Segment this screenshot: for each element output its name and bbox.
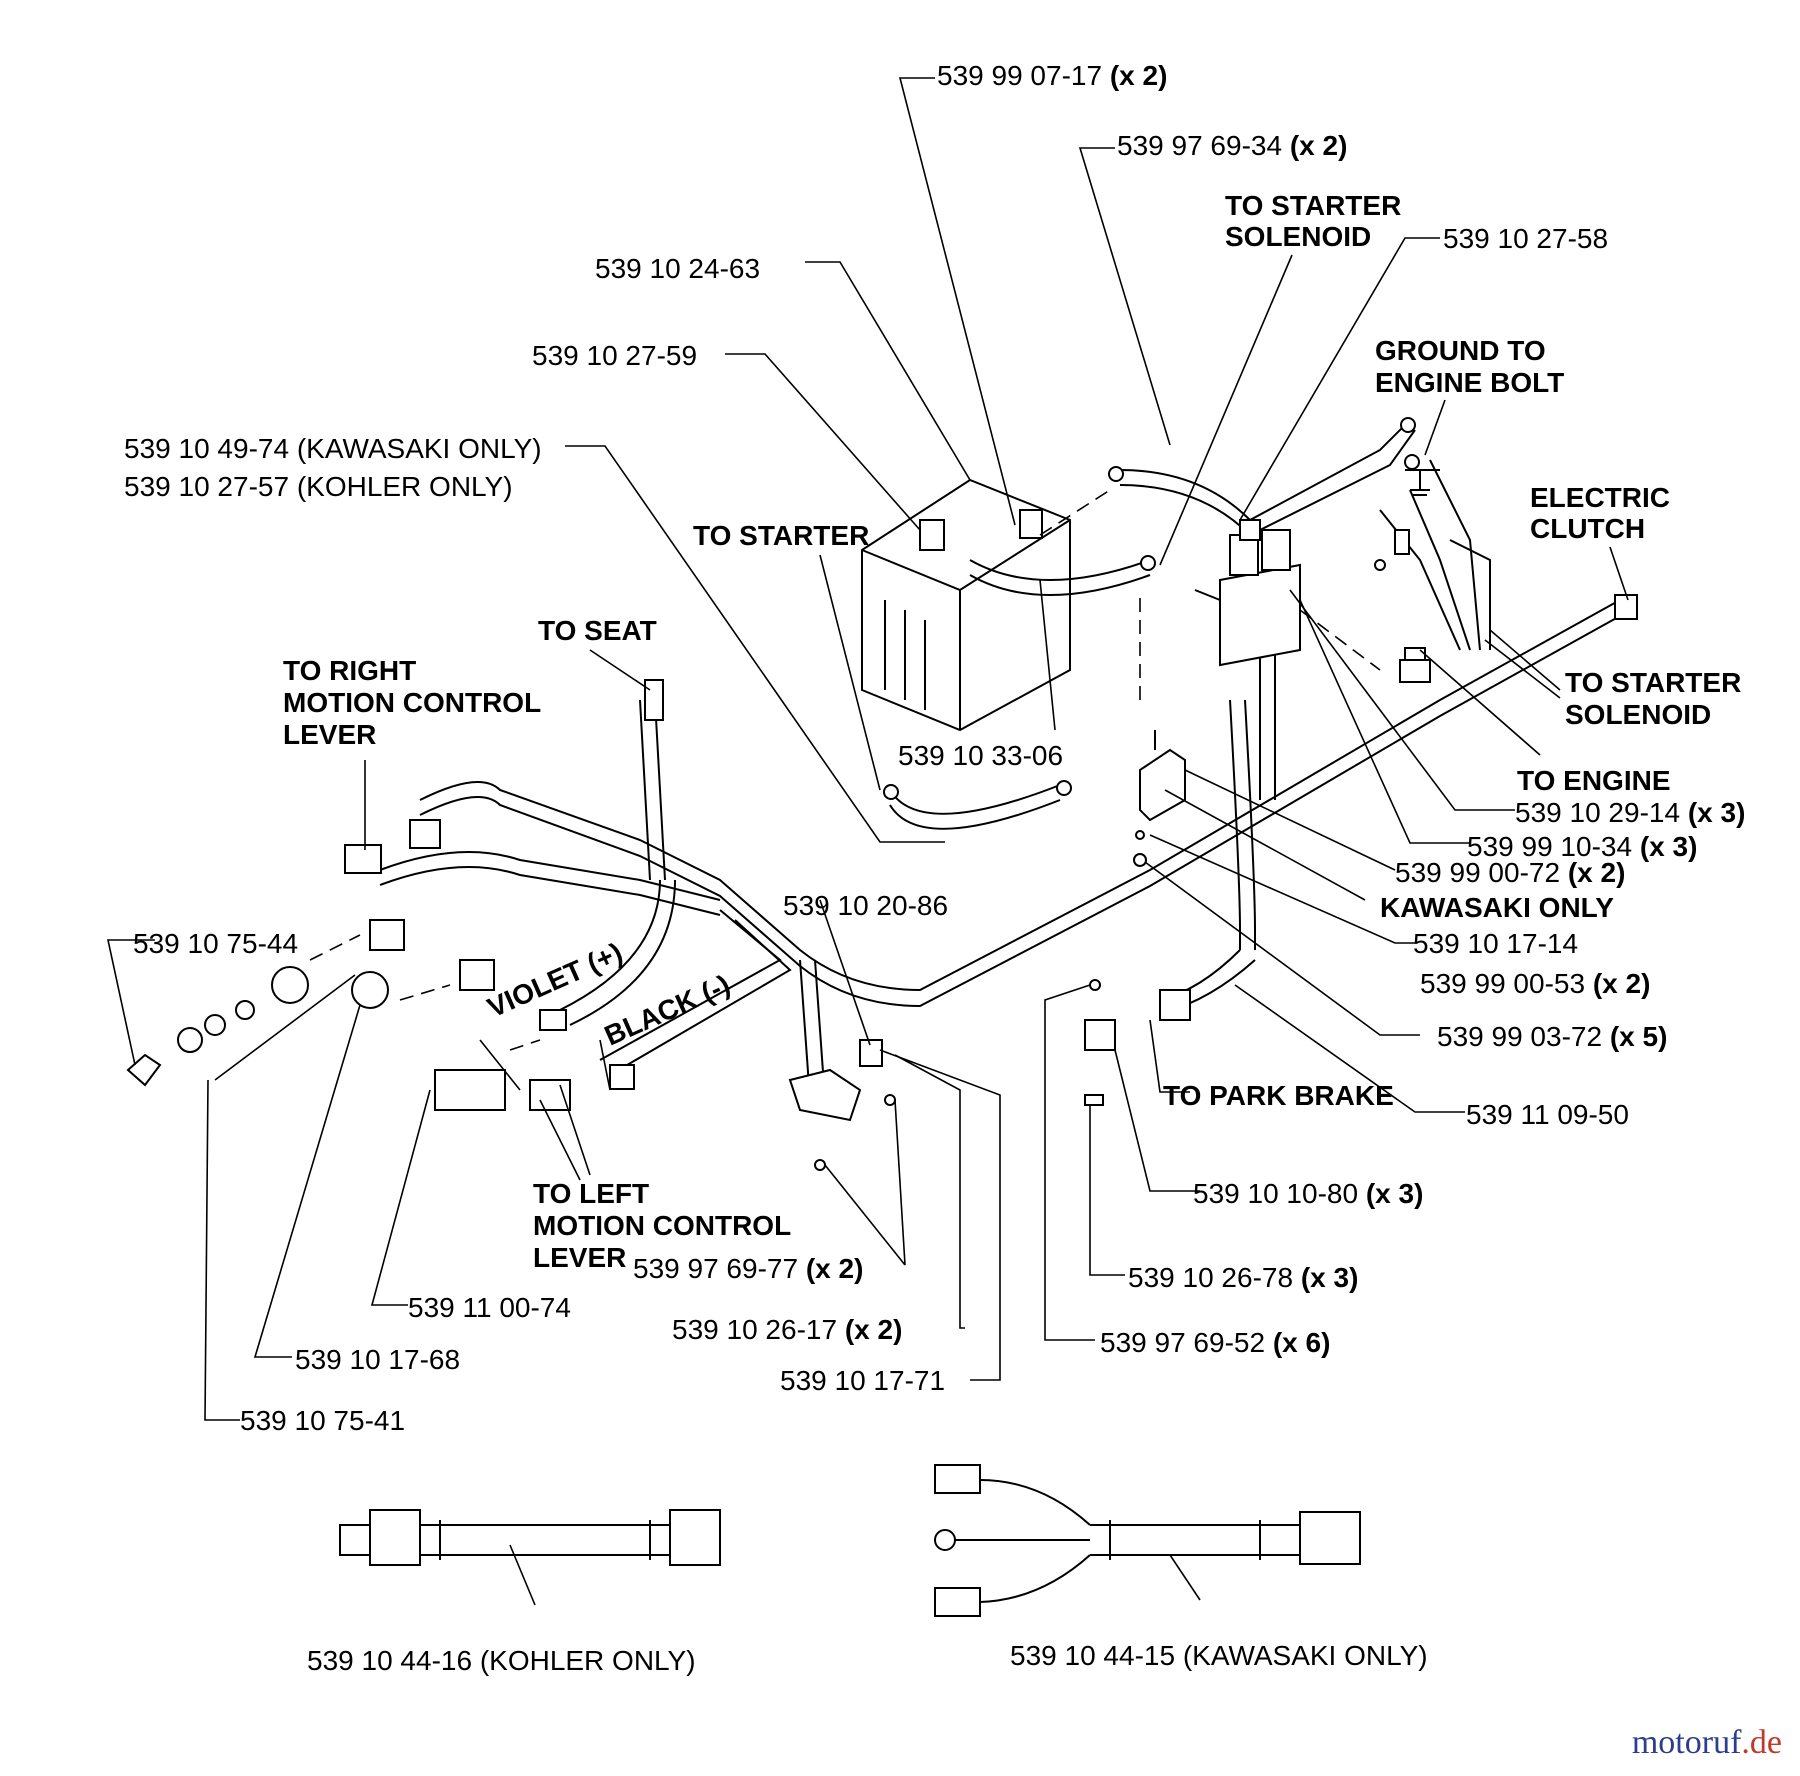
label-539990717: 539 99 07-17 (x 2) <box>937 60 1167 91</box>
callout-kawasaki-only: KAWASAKI ONLY <box>1380 892 1614 923</box>
callout-to-right-2: MOTION CONTROL <box>283 687 541 718</box>
label-539103306: 539 10 33-06 <box>898 740 1063 771</box>
assembly-lines <box>309 489 1381 1051</box>
battery-cables <box>883 417 1420 830</box>
label-539104416: 539 10 44-16 (KOHLER ONLY) <box>307 1645 696 1676</box>
label-539104974: 539 10 49-74 (KAWASAKI ONLY) <box>124 433 542 464</box>
callout-to-starter-solenoid-top-2: SOLENOID <box>1225 221 1371 252</box>
watermark-logo: motoruf.de <box>1631 1724 1782 1761</box>
callout-to-seat: TO SEAT <box>538 615 657 646</box>
battery <box>861 478 1071 732</box>
label-539102463: 539 10 24-63 <box>595 253 760 284</box>
label-539102678: 539 10 26-78 (x 3) <box>1128 1262 1358 1293</box>
label-539107544: 539 10 75-44 <box>133 928 298 959</box>
part-labels: 539 99 07-17 (x 2) 539 97 69-34 (x 2) 53… <box>124 60 1745 1676</box>
callout-to-left-3: LEVER <box>533 1242 626 1273</box>
callout-to-park-brake: TO PARK BRAKE <box>1163 1080 1394 1111</box>
callout-to-starter-solenoid-right-2: SOLENOID <box>1565 699 1711 730</box>
relay-block <box>1139 519 1301 822</box>
label-539104415: 539 10 44-15 (KAWASAKI ONLY) <box>1010 1640 1428 1671</box>
label-539990072: 539 99 00-72 (x 2) <box>1395 857 1625 888</box>
callout-to-starter: TO STARTER <box>693 520 869 551</box>
left-components <box>126 679 896 1171</box>
label-539991034: 539 99 10-34 (x 3) <box>1467 831 1697 862</box>
callout-to-engine: TO ENGINE <box>1517 765 1671 796</box>
leader-lines <box>107 77 1629 1606</box>
label-539102086: 539 10 20-86 <box>783 890 948 921</box>
label-539101080: 539 10 10-80 (x 3) <box>1193 1178 1423 1209</box>
callout-to-left-2: MOTION CONTROL <box>533 1210 791 1241</box>
label-539102757: 539 10 27-57 (KOHLER ONLY) <box>124 471 513 502</box>
label-539110950: 539 11 09-50 <box>1466 1099 1629 1130</box>
label-539101714: 539 10 17-14 <box>1413 928 1578 959</box>
label-539102914: 539 10 29-14 (x 3) <box>1515 797 1745 828</box>
kawasaki-sub-harness <box>934 1464 1361 1617</box>
label-539110074: 539 11 00-74 <box>408 1292 571 1323</box>
label-539990053: 539 99 00-53 (x 2) <box>1420 968 1650 999</box>
label-539102759: 539 10 27-59 <box>532 340 697 371</box>
label-539102617: 539 10 26-17 (x 2) <box>672 1314 902 1345</box>
callout-ground-2: ENGINE BOLT <box>1375 367 1564 398</box>
label-539976952: 539 97 69-52 (x 6) <box>1100 1327 1330 1358</box>
label-539102758: 539 10 27-58 <box>1443 223 1608 254</box>
callout-ground-1: GROUND TO <box>1375 335 1546 366</box>
label-539101768: 539 10 17-68 <box>295 1344 460 1375</box>
callout-to-starter-solenoid-right-1: TO STARTER <box>1565 667 1741 698</box>
callout-black: BLACK (-) <box>600 969 735 1052</box>
callout-to-left-1: TO LEFT <box>533 1178 649 1209</box>
callout-labels: TO STARTER SOLENOID GROUND TO ENGINE BOL… <box>283 190 1741 1273</box>
callout-electric-clutch-1: ELECTRIC <box>1530 482 1670 513</box>
callout-to-right-3: LEVER <box>283 719 376 750</box>
label-539101771: 539 10 17-71 <box>780 1365 945 1396</box>
label-539976977: 539 97 69-77 (x 2) <box>633 1253 863 1284</box>
right-components <box>1084 469 1638 1106</box>
callout-to-starter-solenoid-top-1: TO STARTER <box>1225 190 1401 221</box>
main-harness <box>379 459 1621 1101</box>
label-539976934: 539 97 69-34 (x 2) <box>1117 130 1347 161</box>
label-539990372: 539 99 03-72 (x 5) <box>1437 1021 1667 1052</box>
callout-electric-clutch-2: CLUTCH <box>1530 513 1645 544</box>
label-539107541: 539 10 75-41 <box>240 1405 405 1436</box>
callout-to-right-1: TO RIGHT <box>283 655 416 686</box>
kohler-sub-harness <box>339 1509 721 1566</box>
